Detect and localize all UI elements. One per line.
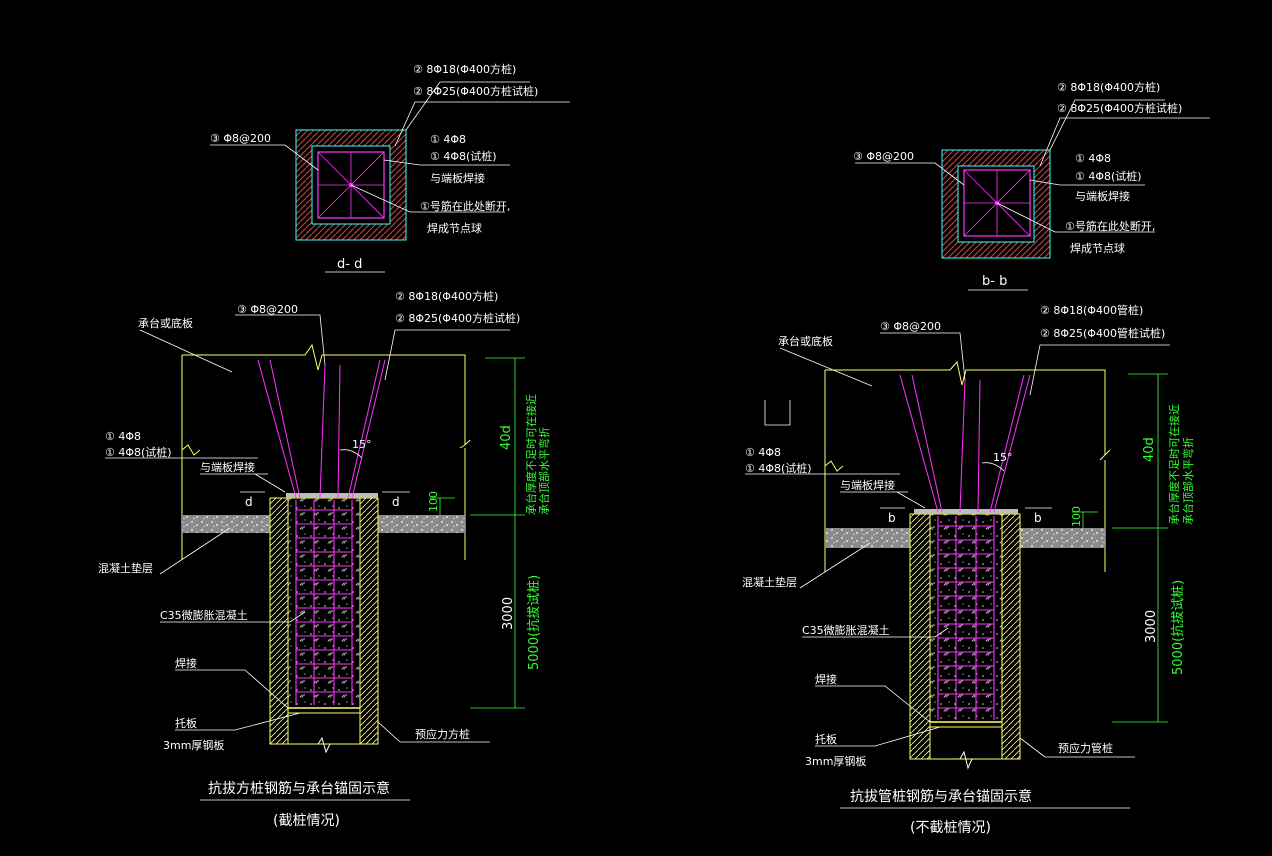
label-bar1-b: ① 4Φ8(试桩) [745, 461, 812, 475]
section-mark-left: b [888, 511, 896, 525]
diagram-title: 抗拔管桩钢筋与承台锚固示意 [850, 788, 1032, 805]
dim-3000: 3000 [501, 597, 516, 630]
section-mark-left: d [245, 495, 253, 509]
label-stirrup: ③ Φ8@200 [210, 132, 271, 145]
label-rebar-main-2: ② 8Φ25(Φ400方桩试桩) [413, 84, 538, 98]
dim-3000: 3000 [1144, 610, 1159, 643]
label-break-1: ①号筋在此处断开, [420, 199, 510, 213]
label-rebar-main-2: ② 8Φ25(Φ400管桩试桩) [1040, 326, 1165, 340]
label-tray-2: 3mm厚钢板 [805, 754, 866, 768]
label-tray-2: 3mm厚钢板 [163, 738, 224, 752]
label-stirrup: ③ Φ8@200 [853, 150, 914, 163]
label-stirrup: ③ Φ8@200 [237, 303, 298, 316]
label-cushion: 混凝土垫层 [742, 575, 797, 589]
label-angle: 15° [352, 438, 372, 451]
label-bar1-a: ① 4Φ8 [430, 133, 466, 146]
label-pile: 预应力方桩 [415, 727, 470, 741]
dim-5000: 5000(抗拔试桩) [527, 575, 542, 670]
label-break-2: 焊成节点球 [427, 221, 482, 235]
label-pile: 预应力管桩 [1058, 741, 1113, 755]
label-rebar-main-1: ② 8Φ18(Φ400方桩) [1057, 80, 1160, 94]
label-weld: 与端板焊接 [430, 171, 485, 185]
label-bar1-b: ① 4Φ8(试桩) [1075, 169, 1142, 183]
label-cushion: 混凝土垫层 [98, 561, 153, 575]
dim-40d: 40d [1142, 437, 1157, 462]
label-tray-1: 托板 [815, 732, 837, 746]
section-name: b- b [982, 274, 1007, 289]
diagram-subtitle: (截桩情况) [273, 812, 340, 829]
label-break-1: ①号筋在此处断开, [1065, 219, 1155, 233]
note-green-2: 承台顶部水平弯折 [1181, 437, 1195, 525]
label-welding: 焊接 [175, 656, 197, 670]
label-rebar-main-2: ② 8Φ25(Φ400方桩试桩) [395, 311, 520, 325]
label-break-2: 焊成节点球 [1070, 241, 1125, 255]
dim-100: 100 [1070, 506, 1083, 527]
section-mark-right: d [392, 495, 400, 509]
label-bar1-b: ① 4Φ8(试桩) [105, 445, 172, 459]
label-cap: 承台或底板 [138, 316, 193, 330]
label-welding: 焊接 [815, 672, 837, 686]
section-name: d- d [337, 257, 362, 272]
diagram-title: 抗拔方桩钢筋与承台锚固示意 [208, 780, 390, 797]
label-bar1-a: ① 4Φ8 [1075, 152, 1111, 165]
label-bar1-a: ① 4Φ8 [105, 430, 141, 443]
section-view-b-b: ② 8Φ18(Φ400方桩) ② 8Φ25(Φ400方桩试桩) ③ Φ8@200… [853, 80, 1210, 291]
label-rebar-main-2: ② 8Φ25(Φ400方桩试桩) [1057, 101, 1182, 115]
section-mark-right: b [1034, 511, 1042, 525]
label-rebar-main-1: ② 8Φ18(Φ400方桩) [413, 62, 516, 76]
label-concrete: C35微膨胀混凝土 [802, 623, 890, 637]
dim-5000: 5000(抗拔试桩) [1171, 580, 1186, 675]
label-rebar-main-1: ② 8Φ18(Φ400方桩) [395, 289, 498, 303]
elevation-square-pile: ③ Φ8@200 ② 8Φ18(Φ400方桩) ② 8Φ25(Φ400方桩试桩)… [98, 289, 551, 829]
label-bar1-a: ① 4Φ8 [745, 446, 781, 459]
label-cap: 承台或底板 [778, 334, 833, 348]
note-green-1: 承台厚度不足时可在接近 [1167, 404, 1181, 525]
dim-100: 100 [427, 491, 440, 512]
note-green-2: 承台顶部水平弯折 [537, 427, 551, 515]
dim-40d: 40d [499, 425, 514, 450]
label-weld-end: 与端板焊接 [840, 478, 895, 492]
label-stirrup: ③ Φ8@200 [880, 320, 941, 333]
label-angle: 15° [993, 451, 1013, 464]
label-rebar-main-1: ② 8Φ18(Φ400管桩) [1040, 303, 1143, 317]
label-tray-1: 托板 [175, 716, 197, 730]
note-green-1: 承台厚度不足时可在接近 [524, 394, 538, 515]
label-weld: 与端板焊接 [1075, 189, 1130, 203]
label-bar1-b: ① 4Φ8(试桩) [430, 149, 497, 163]
diagram-subtitle: (不截桩情况) [910, 819, 991, 836]
label-weld-end: 与端板焊接 [200, 460, 255, 474]
section-view-d-d: ② 8Φ18(Φ400方桩) ② 8Φ25(Φ400方桩试桩) ③ Φ8@200… [210, 62, 570, 273]
elevation-pipe-pile: ③ Φ8@200 ② 8Φ18(Φ400管桩) ② 8Φ25(Φ400管桩试桩)… [742, 303, 1195, 836]
label-concrete: C35微膨胀混凝土 [160, 608, 248, 622]
